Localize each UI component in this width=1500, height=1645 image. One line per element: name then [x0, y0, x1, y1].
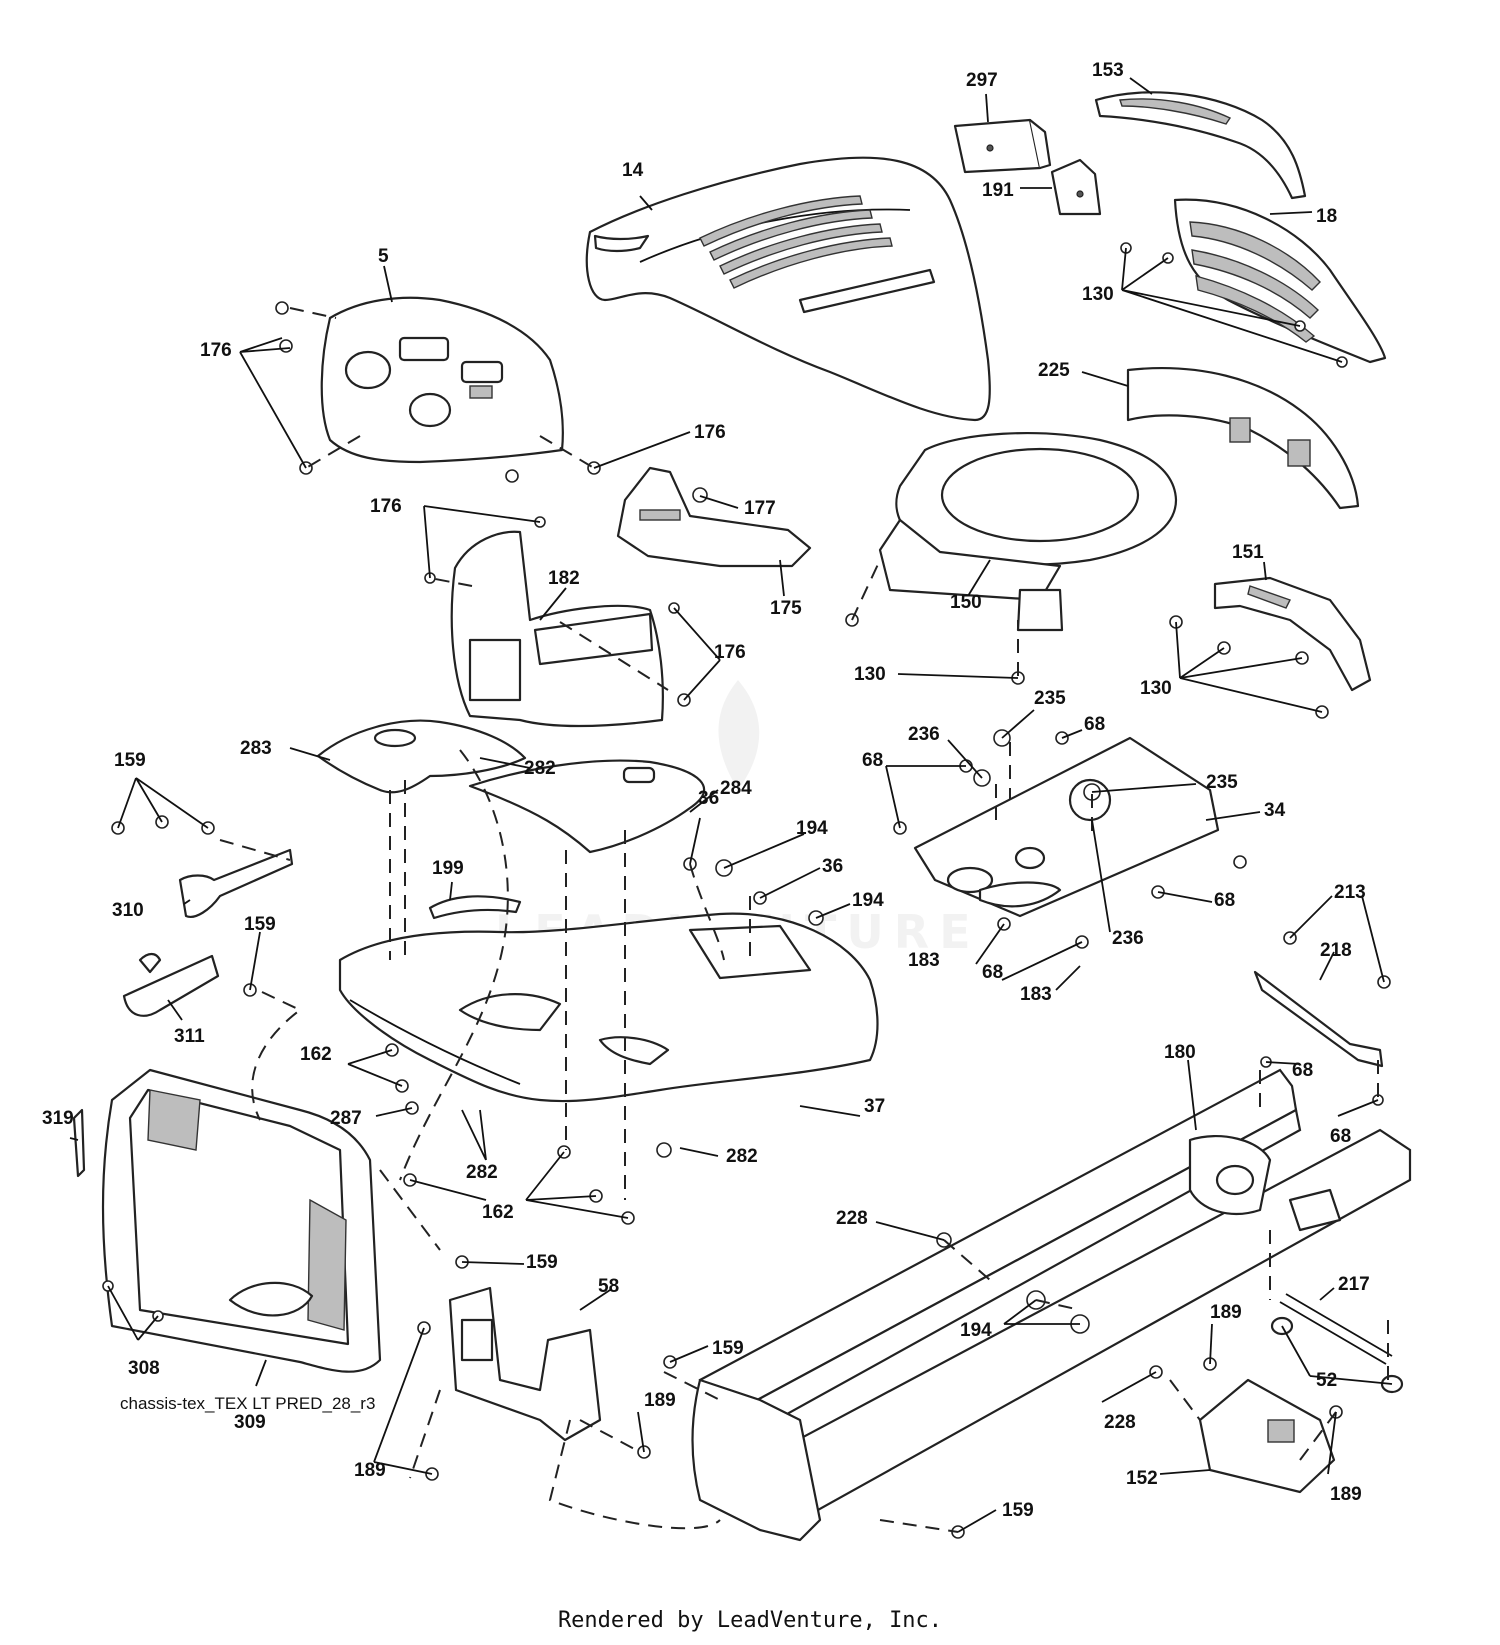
part-58-bracket — [448, 1286, 602, 1442]
part-218-bracket — [1253, 970, 1384, 1068]
leader-lines — [69, 77, 1393, 1533]
callout-236: 236 — [1112, 928, 1144, 949]
callout-130: 130 — [1140, 678, 1172, 699]
callout-150: 150 — [950, 592, 982, 613]
callout-152: 152 — [1126, 1468, 1158, 1489]
part-18-grille — [1173, 198, 1387, 364]
part-217-rod — [1279, 1293, 1393, 1365]
callout-68: 68 — [862, 750, 883, 771]
diagram-id-label: chassis-tex_TEX LT PRED_28_r3 — [120, 1394, 376, 1413]
part-309-front-bumper — [101, 1068, 382, 1373]
callout-218: 218 — [1320, 940, 1352, 961]
callout-175: 175 — [770, 598, 802, 619]
part-151-bracket — [1213, 576, 1372, 692]
callout-189: 189 — [1210, 1302, 1242, 1323]
callout-36: 36 — [698, 788, 719, 809]
callout-5: 5 — [378, 246, 389, 267]
callout-228: 228 — [1104, 1412, 1136, 1433]
callout-217: 217 — [1338, 1274, 1370, 1295]
callout-282: 282 — [524, 758, 556, 779]
callout-36: 36 — [822, 856, 843, 877]
callout-297: 297 — [966, 70, 998, 91]
callout-199: 199 — [432, 858, 464, 879]
callout-183: 183 — [908, 950, 940, 971]
callout-153: 153 — [1092, 60, 1124, 81]
callout-319: 319 — [42, 1108, 74, 1129]
callout-235: 235 — [1206, 772, 1238, 793]
part-319-pin — [72, 1108, 86, 1178]
callout-228: 228 — [836, 1208, 868, 1229]
callout-162: 162 — [300, 1044, 332, 1065]
part-150-air-housing — [878, 432, 1178, 632]
callout-159: 159 — [1002, 1500, 1034, 1521]
callout-182: 182 — [548, 568, 580, 589]
part-311-bracket — [122, 952, 220, 1017]
callout-189: 189 — [1330, 1484, 1362, 1505]
part-310-bracket — [178, 848, 294, 918]
part-283-shroud-left — [316, 719, 527, 794]
callout-18: 18 — [1316, 206, 1337, 227]
part-191-weight — [1050, 158, 1102, 216]
callout-52: 52 — [1316, 1370, 1337, 1391]
part-225-front-panel — [1126, 367, 1360, 510]
part-175-bracket — [616, 466, 812, 568]
callout-180: 180 — [1164, 1042, 1196, 1063]
callout-176: 176 — [370, 496, 402, 517]
callout-213: 213 — [1334, 882, 1366, 903]
callout-130: 130 — [1082, 284, 1114, 305]
callout-151: 151 — [1232, 542, 1264, 563]
rendered-by-credit: Rendered by LeadVenture, Inc. — [557, 1608, 943, 1633]
part-153-grille-trim — [1094, 91, 1307, 200]
callout-189: 189 — [644, 1390, 676, 1411]
callout-68: 68 — [1084, 714, 1105, 735]
assembly-lines — [219, 307, 1389, 1533]
part-284-shroud-right — [468, 759, 705, 854]
callout-308: 308 — [128, 1358, 160, 1379]
callout-194: 194 — [796, 818, 828, 839]
callout-189: 189 — [354, 1460, 386, 1481]
callout-235: 235 — [1034, 688, 1066, 709]
callout-284: 284 — [720, 778, 752, 799]
callout-68: 68 — [1330, 1126, 1351, 1147]
part-152-shield — [1198, 1378, 1336, 1494]
callout-191: 191 — [982, 180, 1014, 201]
callout-34: 34 — [1264, 800, 1286, 821]
callout-282: 282 — [726, 1146, 758, 1167]
callout-159: 159 — [114, 750, 146, 771]
part-5-dash-panel — [320, 296, 564, 464]
callout-225: 225 — [1038, 360, 1070, 381]
callout-176: 176 — [714, 642, 746, 663]
callout-159: 159 — [712, 1338, 744, 1359]
callout-162: 162 — [482, 1202, 514, 1223]
callout-labels: 297 153 14 191 18 5 176 130 225 176 177 … — [42, 60, 1370, 1521]
callout-311: 311 — [174, 1026, 205, 1047]
callout-283: 283 — [240, 738, 272, 759]
callout-68: 68 — [1292, 1060, 1313, 1081]
callout-159: 159 — [526, 1252, 558, 1273]
callout-68: 68 — [1214, 890, 1235, 911]
callout-176: 176 — [694, 422, 726, 443]
callout-37: 37 — [864, 1096, 885, 1117]
callout-287: 287 — [330, 1108, 362, 1129]
callout-176: 176 — [200, 340, 232, 361]
callout-282: 282 — [466, 1162, 498, 1183]
callout-14: 14 — [622, 160, 644, 181]
callout-177: 177 — [744, 498, 776, 519]
callout-309: 309 — [234, 1412, 266, 1433]
part-297-weight — [953, 118, 1052, 174]
part-14-hood — [585, 156, 991, 422]
callout-159: 159 — [244, 914, 276, 935]
callout-310: 310 — [112, 900, 144, 921]
part-37-body-pan — [338, 912, 879, 1103]
callout-58: 58 — [598, 1276, 619, 1297]
callout-130: 130 — [854, 664, 886, 685]
part-199-plate — [428, 895, 522, 920]
callout-183: 183 — [1020, 984, 1052, 1005]
part-182-lower-dash — [450, 530, 664, 728]
callout-194: 194 — [960, 1320, 992, 1341]
callout-236: 236 — [908, 724, 940, 745]
callout-68: 68 — [982, 962, 1003, 983]
callout-194: 194 — [852, 890, 884, 911]
